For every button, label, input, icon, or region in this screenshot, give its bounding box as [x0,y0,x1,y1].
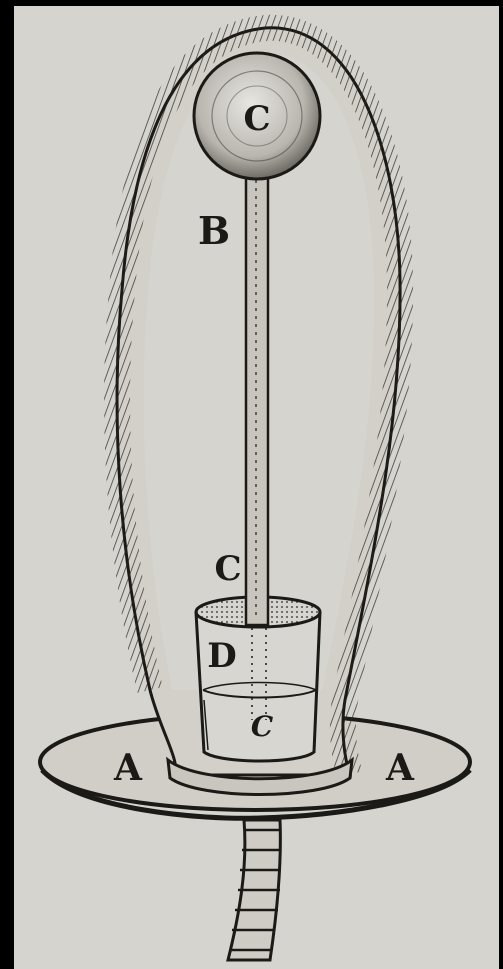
label-plate-a-right: A [385,747,415,789]
label-tube-end-c: C [214,549,241,589]
label-cup-d: D [207,636,236,676]
label-plate-a-left: A [113,747,143,789]
label-water-c: C [251,710,274,743]
label-ball-c: C [243,99,270,139]
label-tube-b: B [198,208,230,253]
